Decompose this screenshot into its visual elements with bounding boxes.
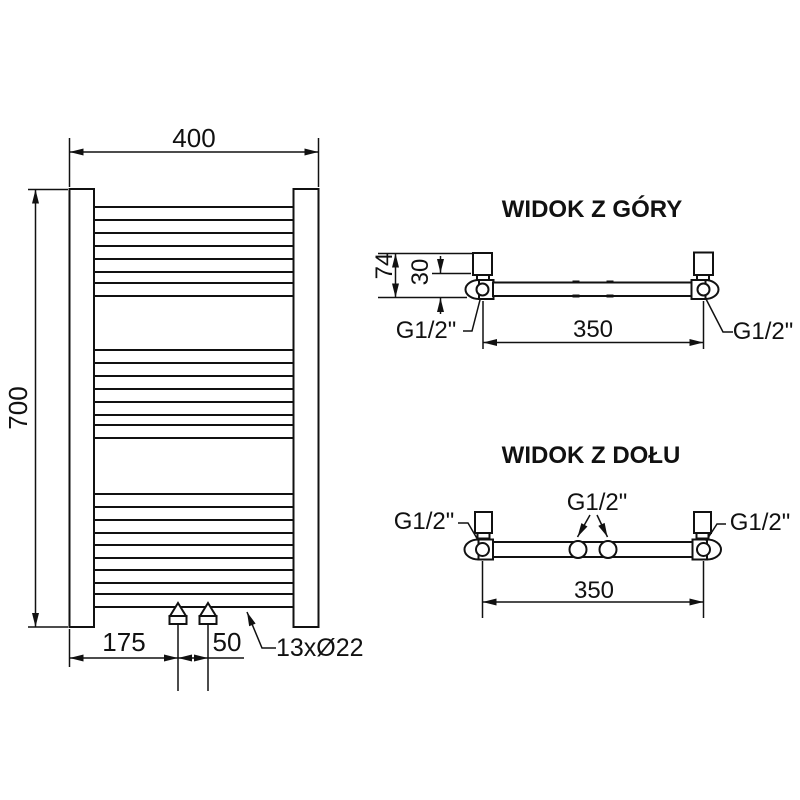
tube bbox=[93, 282, 295, 297]
center-connection-tick bbox=[572, 294, 580, 298]
right-connection-label: G1/2" bbox=[730, 509, 791, 536]
wall-bracket bbox=[472, 252, 493, 276]
tube bbox=[93, 258, 295, 273]
center-connection-left bbox=[568, 540, 588, 559]
wall-bracket bbox=[693, 511, 712, 534]
tube bbox=[93, 401, 295, 416]
top-view: WIDOK Z GÓRY 74 30 G1/2" bbox=[371, 195, 793, 349]
dimension-350-value: 350 bbox=[574, 577, 614, 604]
bottom-view: WIDOK Z DOŁU G1/2" G1/2" G1/2" 350 bbox=[394, 442, 791, 618]
dimension-valve-position: 175 50 bbox=[68, 627, 244, 667]
right-connection-label: G1/2" bbox=[733, 318, 794, 345]
leader-line bbox=[458, 522, 480, 542]
dimension-height-value: 700 bbox=[3, 386, 33, 429]
connection-hole-left bbox=[475, 542, 490, 557]
tube bbox=[93, 493, 295, 508]
center-connection-label: G1/2" bbox=[567, 489, 628, 516]
wall-bracket bbox=[693, 251, 714, 276]
valve-connection-left bbox=[168, 601, 188, 691]
center-connection-tick bbox=[606, 294, 614, 298]
left-collector bbox=[68, 188, 95, 628]
front-view: 400 700 175 50 13xØ22 bbox=[3, 123, 364, 691]
connection-hole-left bbox=[475, 282, 490, 297]
bottom-view-title: WIDOK Z DOŁU bbox=[502, 442, 681, 469]
valve-body bbox=[198, 615, 218, 625]
dimension-50-value: 50 bbox=[213, 627, 242, 657]
center-connection-tick bbox=[572, 280, 580, 284]
leader-line bbox=[705, 523, 726, 542]
tube bbox=[93, 519, 295, 534]
dimension-30-value: 30 bbox=[407, 259, 434, 286]
collector-tube bbox=[492, 281, 694, 297]
valve-body bbox=[168, 615, 188, 625]
tube bbox=[93, 349, 295, 364]
tube bbox=[93, 424, 295, 439]
tube bbox=[93, 232, 295, 247]
dimension-175-value: 175 bbox=[102, 627, 145, 657]
tube bbox=[93, 593, 295, 608]
dimension-74-value: 74 bbox=[371, 253, 398, 280]
bracket-foot bbox=[695, 532, 710, 540]
center-connection-tick bbox=[606, 280, 614, 284]
leader-line bbox=[463, 297, 482, 332]
dimension-width-value: 400 bbox=[172, 123, 215, 153]
tube bbox=[93, 544, 295, 559]
bracket-foot bbox=[476, 532, 491, 540]
collector-tube bbox=[492, 541, 694, 558]
dimension-height: 700 bbox=[3, 188, 68, 628]
tube bbox=[93, 569, 295, 584]
left-connection-label: G1/2" bbox=[396, 317, 457, 344]
dimension-350-value: 350 bbox=[573, 316, 613, 343]
dimension-width: 400 bbox=[68, 123, 320, 187]
left-connection-label: G1/2" bbox=[394, 508, 455, 535]
tube-count-note: 13xØ22 bbox=[246, 611, 364, 662]
connection-hole-right bbox=[696, 282, 711, 297]
connection-hole-right bbox=[696, 542, 711, 557]
right-collector bbox=[292, 188, 320, 628]
tube bbox=[93, 375, 295, 390]
center-connection-right bbox=[598, 540, 618, 559]
leader-line bbox=[596, 514, 609, 538]
valve-connection-right bbox=[198, 601, 218, 691]
leader-line bbox=[704, 297, 733, 333]
tube-count-label: 13xØ22 bbox=[276, 634, 364, 662]
top-view-title: WIDOK Z GÓRY bbox=[502, 195, 682, 223]
tube bbox=[93, 206, 295, 221]
wall-bracket bbox=[474, 511, 493, 534]
leader-line bbox=[576, 514, 591, 538]
leader-line bbox=[246, 611, 276, 649]
